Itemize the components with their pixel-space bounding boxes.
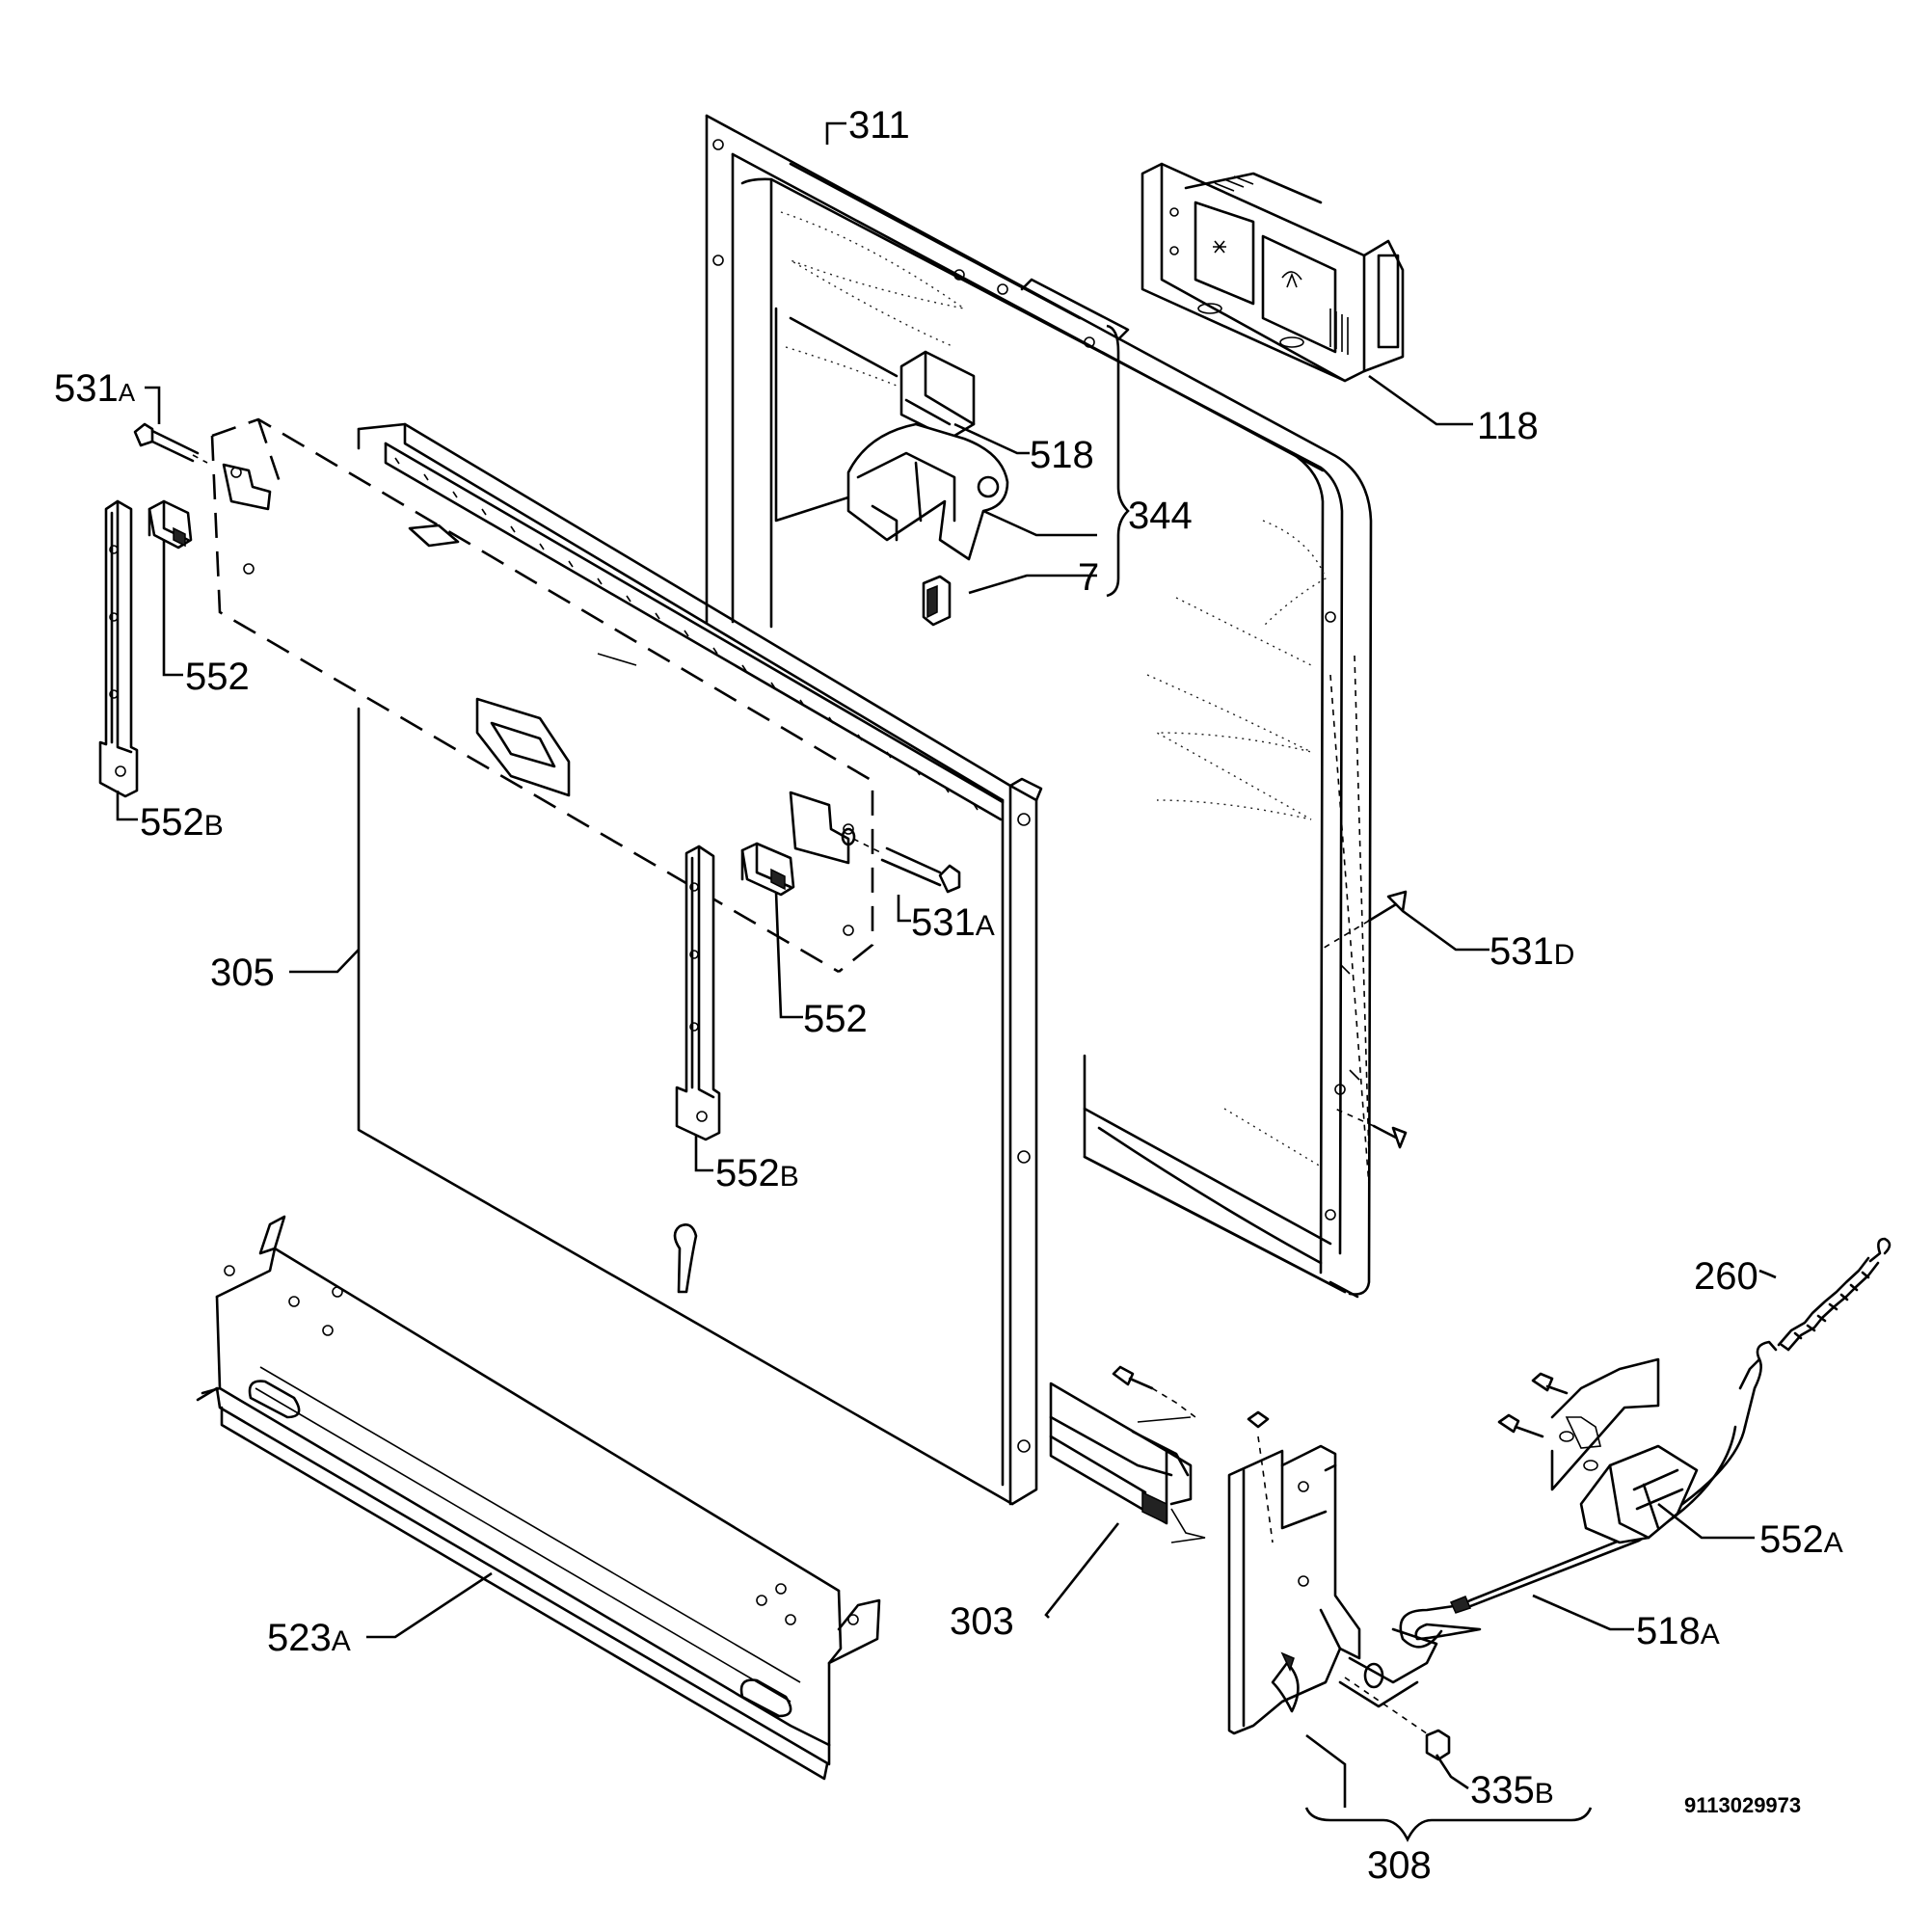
leader-531a-top [145,386,161,424]
part-260-spring [1756,1237,1892,1361]
label-531a-mid: 531A [911,901,995,944]
part-311-inner-door [705,114,1373,1299]
leader-531d [1402,909,1489,952]
leader-552a [1657,1502,1755,1540]
part-308-hinge [1227,1410,1482,1761]
part-523a-kick-plate [196,1215,881,1781]
brace-344 [1106,324,1130,598]
label-518a-num: 518 [1636,1610,1701,1652]
leader-311 [825,121,846,145]
label-7: 7 [1078,556,1099,599]
leader-523a [366,1571,493,1639]
label-552b-mid-num: 552 [715,1152,780,1194]
part-labels: 311 118 518 344 7 531A 552 552B 531A 305… [54,104,1843,1887]
leader-303 [1044,1522,1120,1619]
brace-308 [1304,1807,1593,1842]
leader-552b-top [116,791,138,821]
leader-260 [1758,1269,1777,1279]
label-552b-top: 552B [140,801,224,844]
label-308: 308 [1367,1844,1432,1887]
label-531a-top-num: 531 [54,367,119,410]
leader-531a-mid [897,895,911,923]
label-531a-mid-suffix: A [976,910,995,942]
leader-7 [968,574,1097,595]
leader-552b-mid [694,1136,713,1172]
leader-344-lock [982,509,1097,537]
diagram-id: 9113029973 [1684,1793,1801,1817]
label-335b: 335B [1470,1769,1554,1811]
label-552a-num: 552 [1759,1518,1824,1561]
part-344-door-lock [846,350,1009,627]
leader-335b [1435,1754,1469,1790]
label-552-mid: 552 [803,998,868,1040]
leader-308 [1305,1733,1347,1808]
part-305-control-panel-dashed [210,417,874,974]
label-523a-num: 523 [267,1617,332,1659]
part-303-bottom-profile [1049,1365,1206,1543]
leader-518 [953,422,1030,455]
part-531a-screw-mid [841,827,961,894]
label-305: 305 [210,952,275,994]
label-552a: 552A [1759,1518,1843,1561]
part-305-door-panel [357,422,1043,1506]
label-552b-top-num: 552 [140,801,204,844]
part-552b-rail-top [98,499,139,798]
part-531d-screw [1320,890,1408,1149]
label-552-top: 552 [185,656,250,698]
label-523a-suffix: A [332,1625,351,1657]
label-531a-top-suffix: A [119,378,136,407]
label-523a: 523A [267,1617,351,1659]
leader-305 [289,949,360,974]
label-531d-suffix: D [1554,939,1575,971]
label-531a-top: 531A [54,367,136,410]
label-552b-mid: 552B [715,1152,799,1194]
part-552a-pulley-bracket [1497,1357,1699,1544]
label-518a-suffix: A [1701,1619,1720,1650]
label-118: 118 [1477,405,1539,447]
leader-518a [1532,1594,1634,1631]
label-531d-num: 531 [1489,930,1554,973]
part-531a-screw-top [133,422,208,464]
label-552a-suffix: A [1824,1527,1843,1559]
label-335b-num: 335 [1470,1769,1535,1811]
part-118-dispenser [1140,162,1405,383]
part-552-clip-mid [740,842,795,897]
label-335b-suffix: B [1535,1778,1554,1810]
leader-118 [1368,374,1473,426]
label-303: 303 [950,1600,1014,1643]
part-552-clip-top [148,499,193,550]
label-531d: 531D [1489,930,1574,973]
leader-lines [116,121,1777,1842]
label-531a-mid-num: 531 [911,901,976,944]
label-518: 518 [1030,434,1094,476]
label-552b-mid-suffix: B [780,1161,799,1193]
label-260: 260 [1694,1255,1758,1298]
label-311: 311 [848,104,910,147]
leader-552-top [162,540,183,677]
label-344: 344 [1128,495,1193,537]
part-552b-rail-mid [675,845,721,1141]
label-518a: 518A [1636,1610,1720,1652]
leader-552-mid [774,891,803,1019]
label-552b-top-suffix: B [204,810,224,842]
